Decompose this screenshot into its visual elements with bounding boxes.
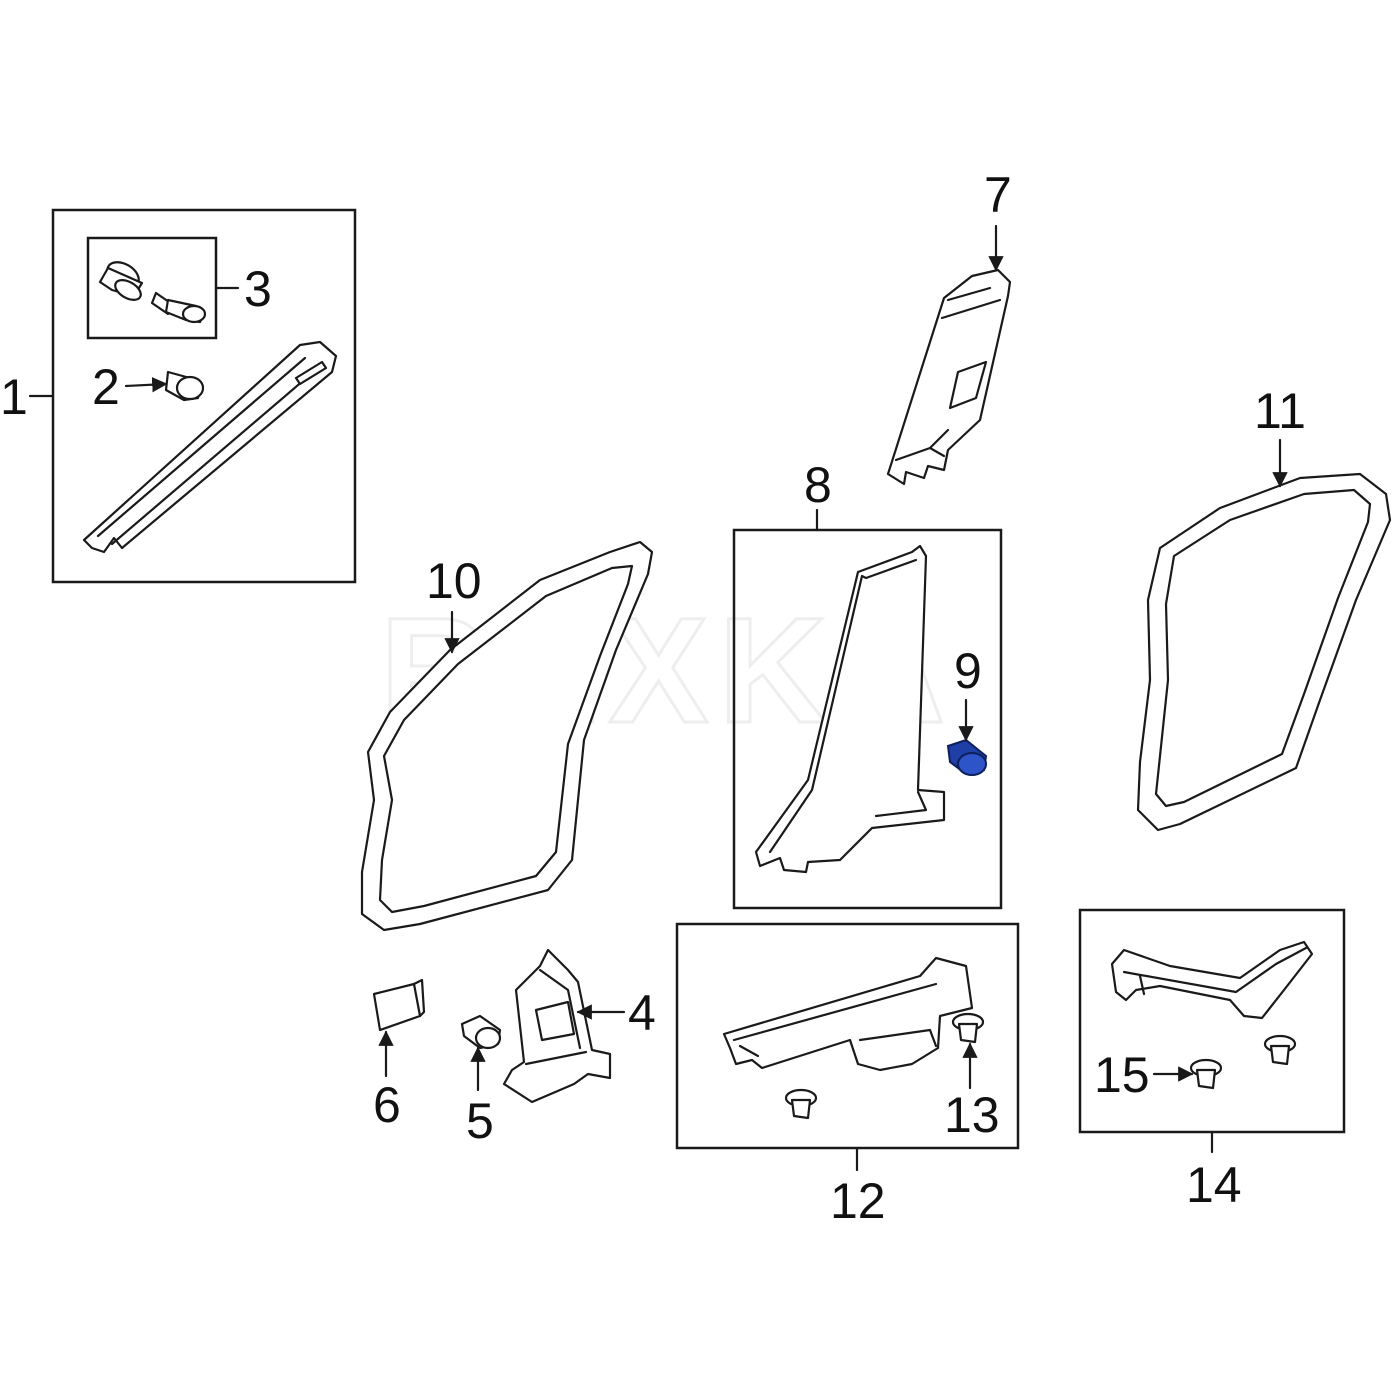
callout-12: 12	[830, 1173, 886, 1229]
callout-15: 15	[1094, 1047, 1150, 1103]
callout-2: 2	[92, 359, 120, 415]
callout-5: 5	[466, 1093, 494, 1149]
b-pillar-lower-trim-8[interactable]	[754, 544, 946, 874]
scuff-plate-trim-12[interactable]	[722, 956, 974, 1072]
callout-1: 1	[0, 369, 28, 425]
front-door-weatherstrip-10[interactable]	[360, 540, 654, 932]
callout-10: 10	[426, 553, 482, 609]
rear-door-weatherstrip-11[interactable]	[1136, 472, 1392, 832]
clip-part-9-highlighted[interactable]	[946, 738, 988, 776]
callout-8: 8	[804, 457, 832, 513]
callout-3: 3	[244, 261, 272, 317]
group-12-box	[675, 922, 1020, 1150]
clip-part-3a[interactable]	[98, 257, 144, 304]
callout-7: 7	[984, 167, 1012, 223]
callout-11: 11	[1254, 383, 1306, 439]
clip-part-15[interactable]	[1189, 1058, 1223, 1090]
clip-part-3b[interactable]	[150, 291, 207, 324]
clip-part-14a[interactable]	[1263, 1034, 1297, 1066]
clip-part-13[interactable]	[951, 1012, 985, 1044]
callout-13: 13	[944, 1087, 1000, 1143]
a-pillar-garnish-1[interactable]	[82, 340, 338, 554]
trim-clip-6[interactable]	[372, 978, 426, 1032]
callout-14: 14	[1186, 1157, 1242, 1213]
clip-part-5[interactable]	[460, 1014, 502, 1050]
clip-part-12a[interactable]	[784, 1088, 818, 1120]
leader-lines	[28, 224, 1288, 1172]
callout-4: 4	[628, 985, 656, 1041]
callout-6: 6	[373, 1077, 401, 1133]
kick-panel-trim-4[interactable]	[502, 948, 612, 1104]
group-8-box	[732, 528, 1003, 910]
rear-scuff-trim-14[interactable]	[1110, 940, 1314, 1020]
b-pillar-upper-trim-7[interactable]	[886, 268, 1012, 486]
callout-9: 9	[954, 643, 982, 699]
clip-part-2[interactable]	[164, 370, 205, 402]
